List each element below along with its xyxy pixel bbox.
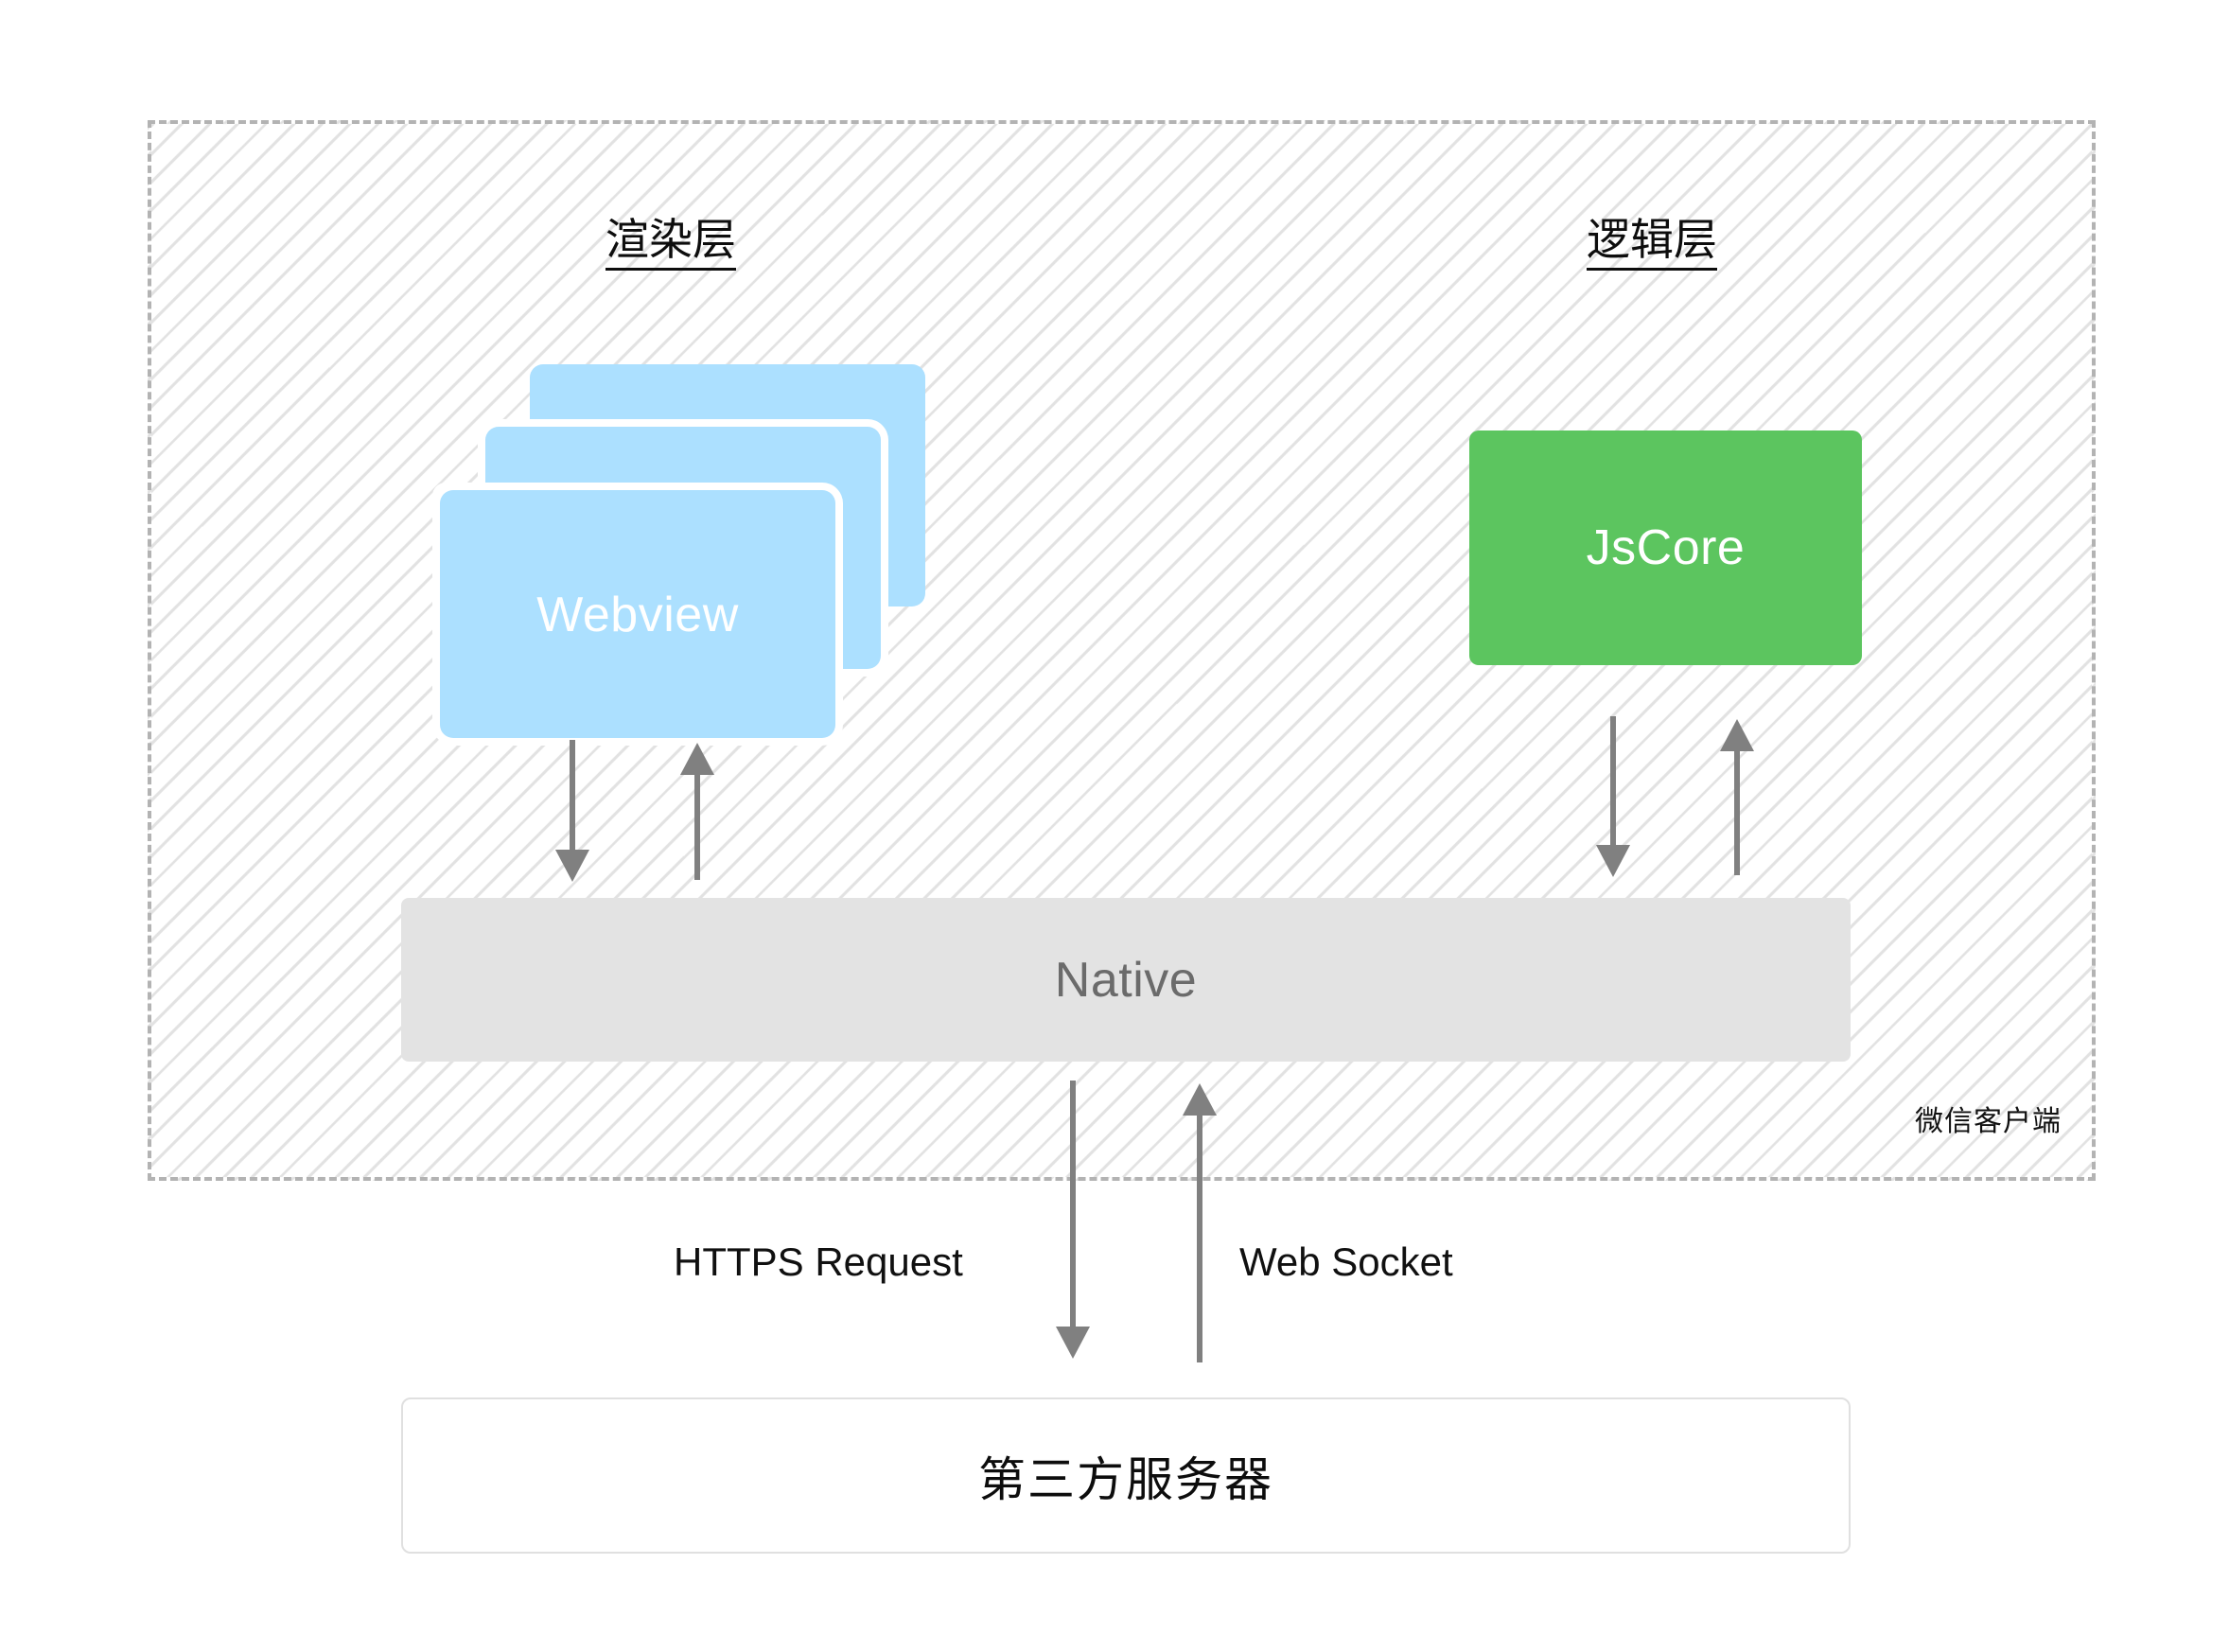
arrow-native-to-server [1056,1081,1090,1359]
native-label: Native [1054,952,1198,1008]
jscore-box: JsCore [1469,431,1862,665]
arrow-native-to-webview [680,743,714,880]
logic-layer-title: 逻辑层 [1587,216,1717,271]
arrow-webview-to-native [555,740,589,882]
web-socket-label: Web Socket [1239,1239,1453,1284]
render-layer-title: 渲染层 [606,216,736,271]
native-bar: Native [401,898,1851,1062]
webview-stack: Webview [440,364,932,743]
arrow-jscore-to-native [1596,716,1630,877]
third-party-server-label: 第三方服务器 [978,1452,1273,1506]
https-request-label: HTTPS Request [674,1239,963,1284]
webview-label: Webview [536,588,739,642]
arrow-native-to-jscore [1720,719,1754,875]
webview-card-front: Webview [440,490,835,738]
third-party-server-box: 第三方服务器 [401,1397,1851,1554]
arrow-server-to-native [1183,1083,1217,1362]
jscore-label: JsCore [1586,520,1746,575]
wechat-client-label: 微信客户端 [1915,1106,2062,1137]
